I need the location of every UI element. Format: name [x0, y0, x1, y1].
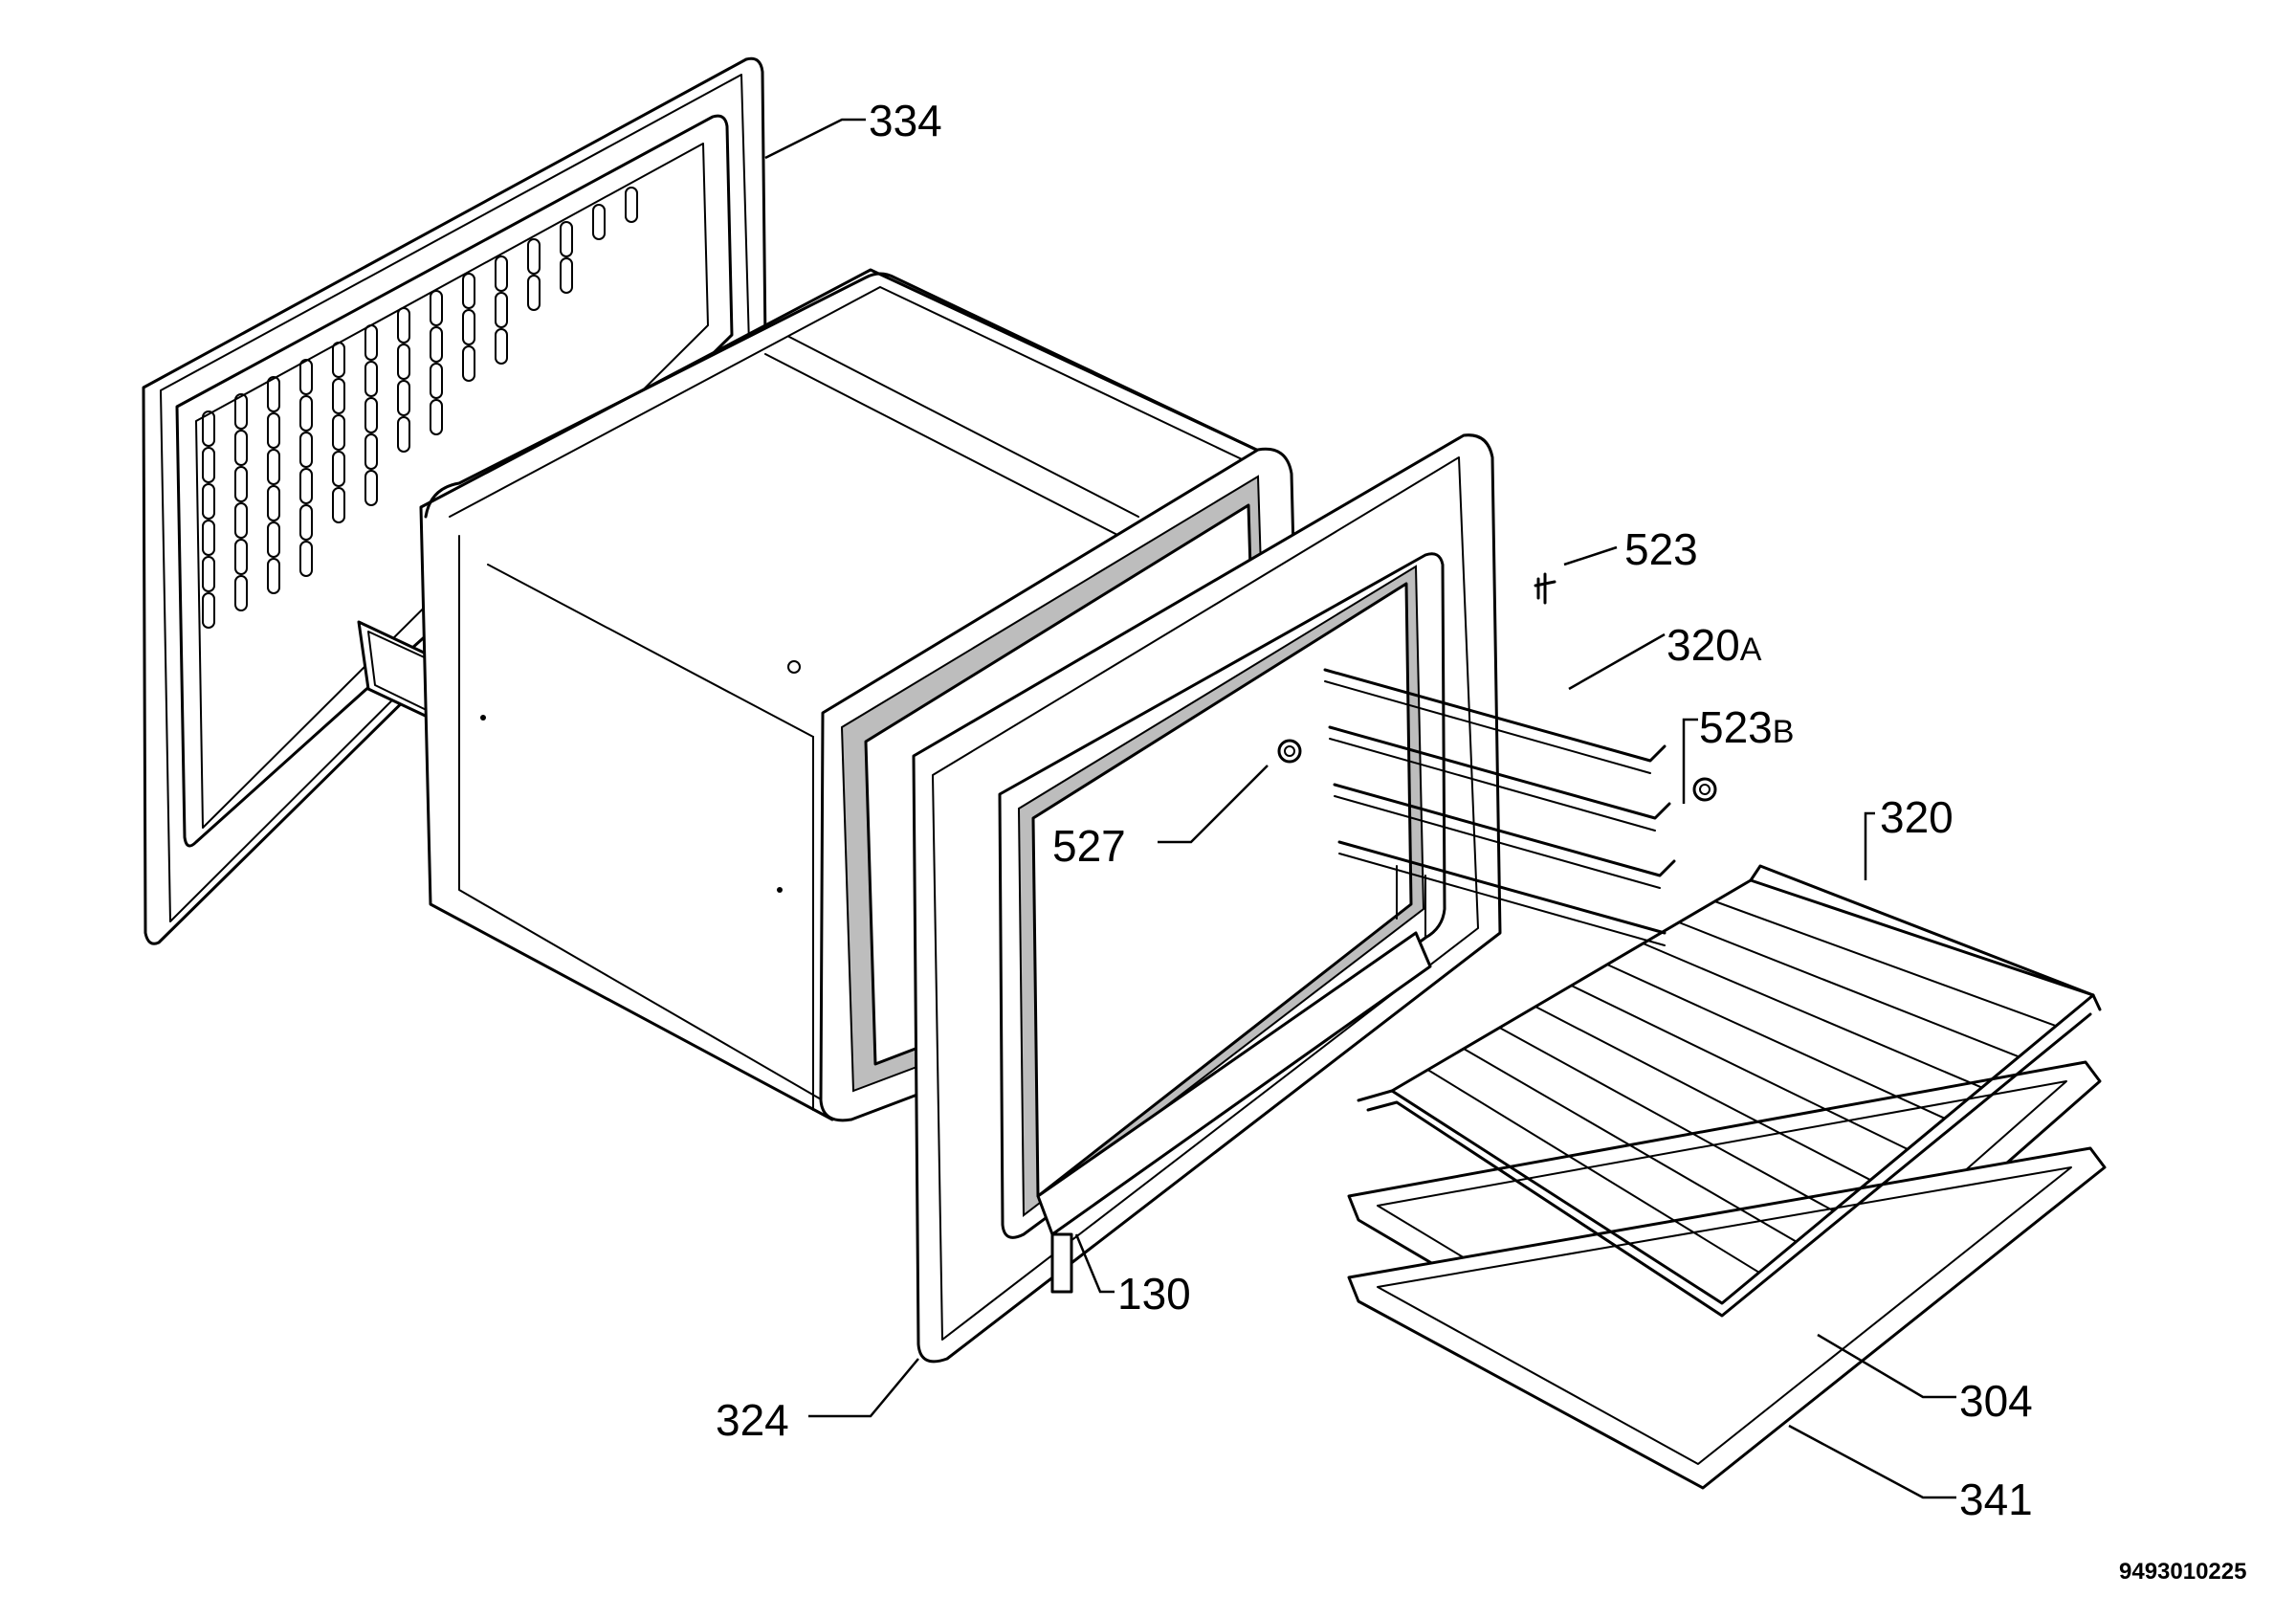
- drawing-code: 9493010225: [2119, 1559, 2246, 1585]
- ventilation-slot: [332, 342, 345, 378]
- ventilation-slot: [202, 520, 215, 556]
- ventilation-slot: [527, 275, 541, 311]
- ventilation-slot: [462, 273, 475, 309]
- ventilation-slot: [397, 416, 410, 453]
- drip-pan-341: [1347, 1146, 2107, 1490]
- shelf-wire: [1570, 985, 1909, 1150]
- ventilation-slot: [202, 592, 215, 629]
- leader-lines: [764, 118, 1956, 1499]
- ventilation-slot: [560, 221, 573, 257]
- ventilation-slot: [527, 238, 541, 275]
- shelf-wire: [1642, 943, 1983, 1089]
- ventilation-slot: [234, 539, 248, 575]
- ventilation-slot: [332, 378, 345, 414]
- ventilation-slot: [430, 399, 443, 435]
- ventilation-slot: [495, 328, 508, 365]
- shelf-wire: [1391, 1090, 1723, 1304]
- label-523: 523: [1624, 524, 1698, 574]
- shelf-wire: [1426, 1069, 1760, 1274]
- shelf-wire: [1678, 921, 2020, 1058]
- ventilation-slot: [430, 326, 443, 363]
- ventilation-slot: [495, 255, 508, 292]
- shelf-rails: [1323, 668, 1676, 946]
- ventilation-slot: [462, 345, 475, 382]
- ventilation-slot: [267, 376, 280, 412]
- ventilation-slot: [364, 324, 378, 361]
- ventilation-slot: [234, 466, 248, 502]
- ventilation-slot: [430, 363, 443, 399]
- ventilation-slot: [299, 432, 313, 468]
- ventilation-slot: [592, 204, 606, 240]
- label-130: 130: [1117, 1269, 1191, 1319]
- ventilation-slot: [202, 483, 215, 520]
- shelf-wire: [1606, 964, 1946, 1120]
- ventilation-slot: [267, 521, 280, 558]
- ventilation-slot: [299, 359, 313, 395]
- front-frame-324: [912, 433, 1676, 1364]
- ventilation-slot: [397, 307, 410, 344]
- ventilation-slot: [332, 451, 345, 487]
- ventilation-slot: [234, 502, 248, 539]
- ventilation-slot: [397, 380, 410, 416]
- ventilation-slot: [202, 410, 215, 447]
- label-523b: 523B: [1699, 702, 1794, 752]
- ventilation-slot: [202, 556, 215, 592]
- wire-shelf-320: [1357, 864, 2102, 1318]
- shelf-wire: [1750, 879, 2094, 996]
- ventilation-slot: [299, 504, 313, 541]
- ventilation-slot: [234, 575, 248, 611]
- label-304: 304: [1959, 1376, 2033, 1426]
- ventilation-slot: [299, 468, 313, 504]
- ventilation-slot: [625, 187, 638, 223]
- ventilation-slot: [267, 485, 280, 521]
- ventilation-slot: [560, 257, 573, 294]
- shelf-wires: [1391, 879, 2094, 1304]
- label-324: 324: [716, 1395, 789, 1445]
- ventilation-slot: [234, 393, 248, 430]
- grommet-523b: [1692, 777, 1717, 802]
- ventilation-slot: [267, 412, 280, 449]
- ventilation-slot: [364, 361, 378, 397]
- label-341: 341: [1959, 1475, 2033, 1524]
- ventilation-slot: [397, 344, 410, 380]
- ventilation-slot: [332, 487, 345, 523]
- ventilation-slot: [364, 397, 378, 433]
- ventilation-slot: [267, 449, 280, 485]
- label-320: 320: [1880, 792, 1954, 842]
- screw-523: [1534, 572, 1556, 605]
- label-320a: 320A: [1667, 620, 1762, 670]
- shelf-wire: [1534, 1006, 1872, 1182]
- ventilation-slots: [202, 187, 638, 629]
- ventilation-slot: [495, 292, 508, 328]
- shelf-wire: [1498, 1027, 1835, 1212]
- label-334: 334: [869, 96, 942, 145]
- ventilation-slot: [234, 430, 248, 466]
- ventilation-slot: [202, 447, 215, 483]
- ventilation-slot: [299, 395, 313, 432]
- ventilation-slot: [267, 558, 280, 594]
- ventilation-slot: [364, 433, 378, 470]
- ventilation-slot: [364, 470, 378, 506]
- ventilation-slot: [462, 309, 475, 345]
- label-527: 527: [1052, 821, 1126, 871]
- ventilation-slot: [430, 290, 443, 326]
- shelf-wire: [1463, 1048, 1798, 1243]
- ventilation-slot: [332, 414, 345, 451]
- shelf-wire: [1713, 900, 2058, 1028]
- ventilation-slot: [299, 541, 313, 577]
